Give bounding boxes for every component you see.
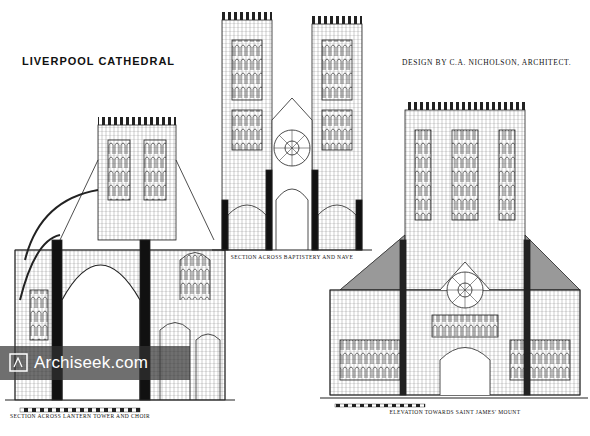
drawing-caption: ELEVATION TOWARDS SAINT JAMES' MOUNT [389,409,522,415]
architect-credit: DESIGN BY C.A. NICHOLSON, ARCHITECT. [402,58,571,67]
watermark-logo-mark [14,358,22,367]
watermark: Archiseek.com [34,353,148,373]
sheet-title: LIVERPOOL CATHEDRAL [22,55,175,67]
lantern-section [5,117,235,412]
nave-section [212,12,372,250]
watermark-band [0,346,190,380]
drawing-caption: SECTION ACROSS LANTERN TOWER AND CHOIR [9,413,151,419]
watermark-logo [10,354,27,371]
south-elevation [320,102,588,407]
drawing-caption: SECTION ACROSS BAPTISTERY AND NAVE [230,254,354,260]
